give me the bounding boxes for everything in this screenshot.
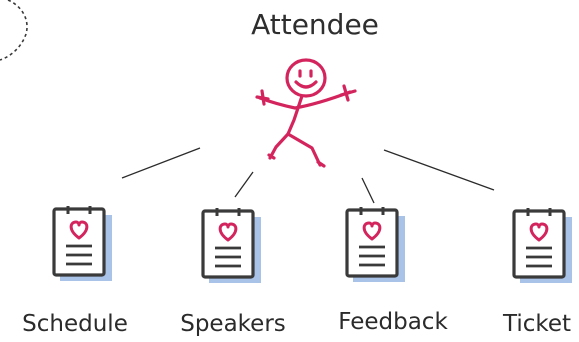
connector-feedback [361,177,375,204]
document-heart-icon [512,208,572,283]
document-heart-icon [52,206,112,281]
child-label-speakers: Speakers [180,311,286,337]
child-label-feedback: Feedback [338,309,448,335]
stick-figure-icon [255,58,357,168]
connector-ticket [383,149,495,191]
dashed-bubble-fragment [0,0,28,61]
connector-schedule [121,147,201,179]
connector-speakers [234,171,254,198]
child-label-ticket: Ticket [502,311,572,337]
root-label: Attendee [251,8,379,41]
document-heart-icon [345,207,405,282]
child-label-schedule: Schedule [22,311,128,337]
document-heart-icon [201,208,261,283]
connectors [121,147,495,204]
